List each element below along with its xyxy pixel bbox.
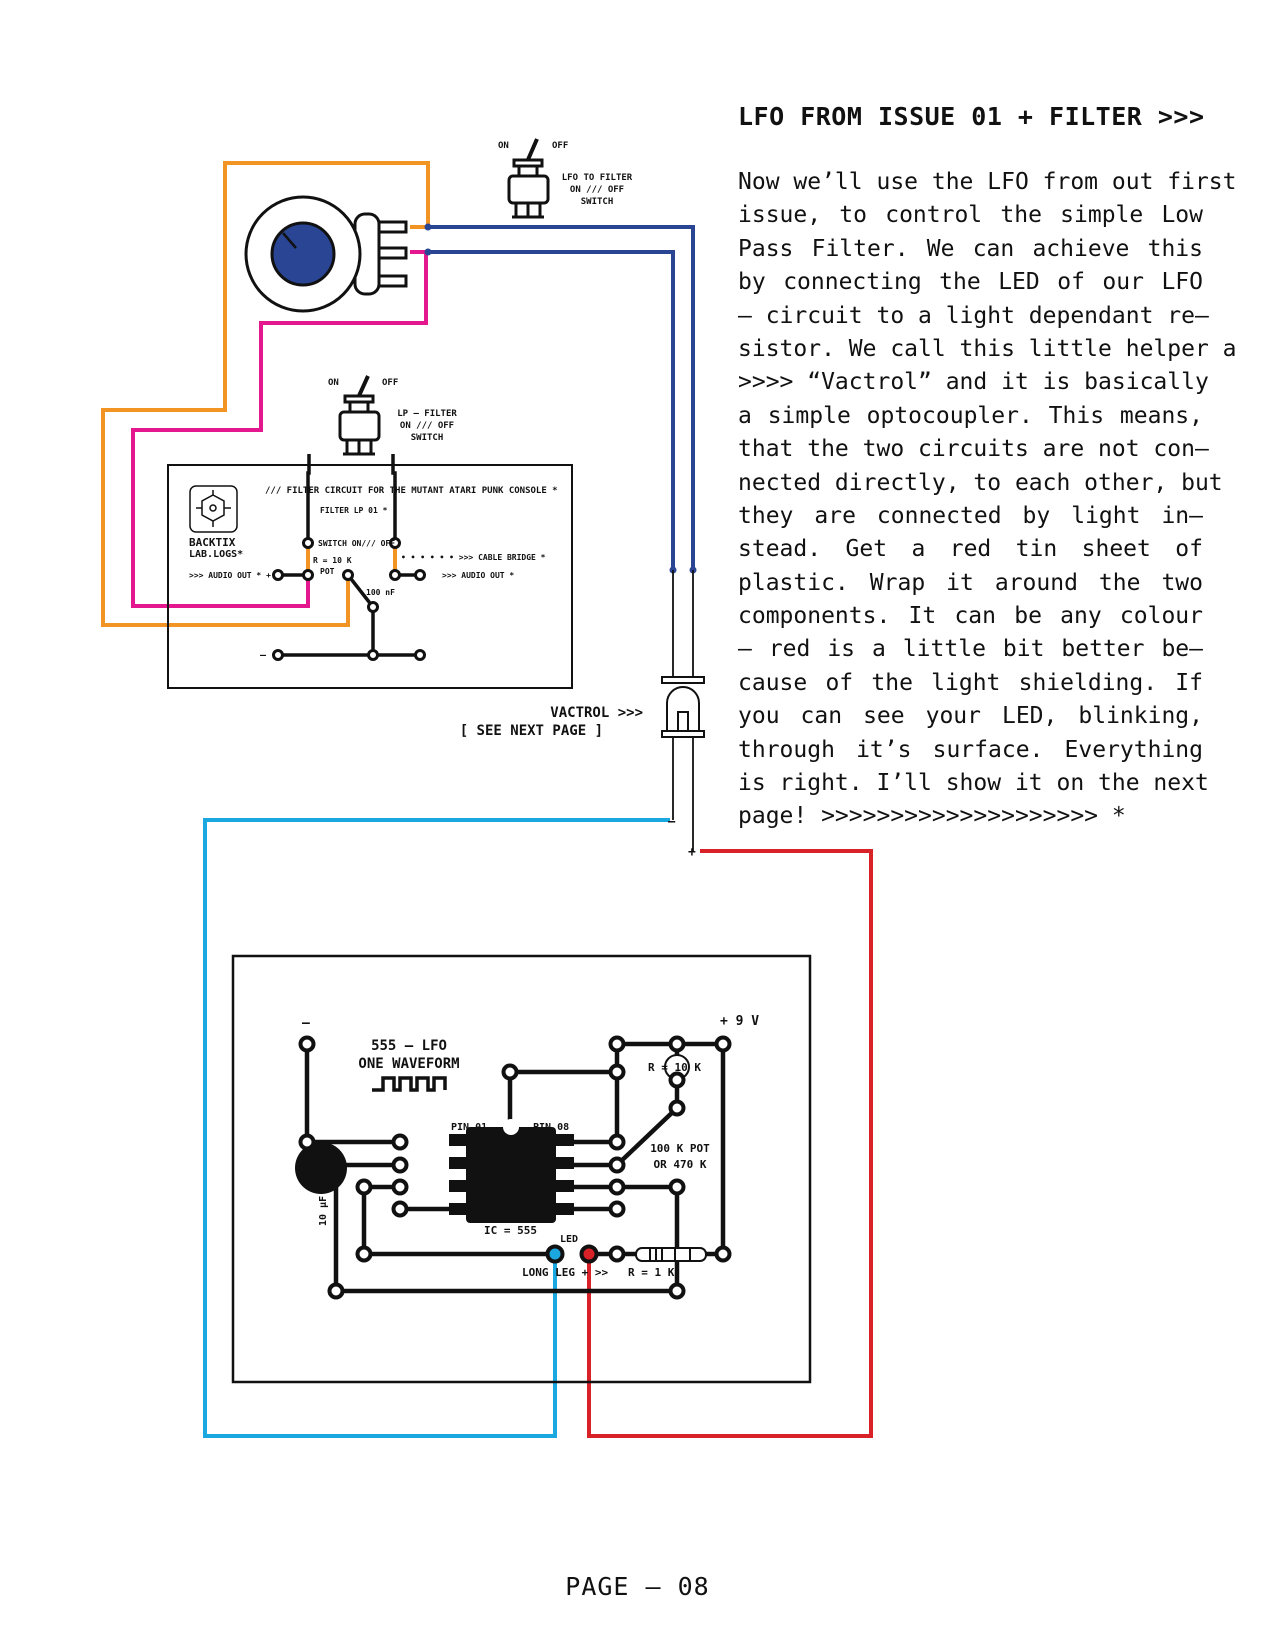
body-line: issue, to control the simple Low <box>738 202 1203 229</box>
audio-out-right: >>> AUDIO OUT * <box>442 571 514 580</box>
switch-top-label: LFO TO FILTER <box>562 173 633 183</box>
potentiometer <box>244 195 408 313</box>
article-heading: LFO FROM ISSUE 01 + FILTER >>> <box>738 102 1205 131</box>
switch-mid-on: ON <box>328 378 339 388</box>
body-line: a simple optocoupler. This means, <box>738 402 1203 429</box>
switch-mid-label: SWITCH <box>411 433 444 443</box>
article-body: Now we’ll use the LFO from out first iss… <box>738 166 1237 834</box>
switch-on-off-label: SWITCH ON/// OFF <box>318 539 395 548</box>
body-line: stead. Get a red tin sheet of <box>738 536 1203 563</box>
toggle-switch-mid <box>338 375 381 456</box>
body-line: sistor. We call this little helper a <box>738 335 1237 362</box>
pin01-label: PIN 01 <box>451 1122 487 1133</box>
vactrol-see-next: [ SEE NEXT PAGE ] <box>460 723 603 739</box>
ic-555 <box>449 1119 574 1223</box>
body-line: – red is a little bit better be– <box>738 636 1203 663</box>
filter-board-title: /// FILTER CIRCUIT FOR THE MUTANT ATARI … <box>265 486 558 496</box>
filter-lp-label: FILTER LP 01 * <box>320 506 388 515</box>
switch-mid-label: ON /// OFF <box>400 421 454 431</box>
pot-label-1: 100 K POT <box>650 1142 710 1155</box>
led-label: LED <box>560 1234 578 1245</box>
led-pad-red <box>579 1244 599 1264</box>
body-line: through it’s surface. Everything <box>738 736 1203 763</box>
vactrol-label: VACTROL >>> <box>550 705 643 721</box>
led-pad-cyan <box>545 1244 565 1264</box>
page-number: PAGE – 08 <box>565 1572 710 1601</box>
lfo-title: 555 – LFO <box>371 1038 447 1054</box>
minus-mark: – <box>668 814 676 828</box>
cap-label: 100 nF <box>366 588 395 597</box>
long-leg-label: LONG LEG + >> <box>522 1266 608 1279</box>
pot-label: POT <box>320 567 335 576</box>
switch-mid-off: OFF <box>382 378 398 388</box>
switch-top-label: ON /// OFF <box>570 185 624 195</box>
switch-top-off: OFF <box>552 141 568 151</box>
toggle-switch-top <box>507 138 550 219</box>
body-line: plastic. Wrap it around the two <box>738 569 1203 596</box>
wire-navy-1 <box>428 225 695 570</box>
chip-label: 555 <box>497 1166 524 1184</box>
body-line: page! >>>>>>>>>>>>>>>>>>>> * <box>738 803 1126 830</box>
body-line: you can see your LED, blinking, <box>738 703 1203 730</box>
filter-board <box>167 464 573 689</box>
resistor-label: R = 10 K <box>313 556 352 565</box>
body-line: cause of the light shielding. If <box>738 669 1203 696</box>
wire-cyan <box>203 818 670 1438</box>
capacitor <box>295 1142 347 1194</box>
wire-magenta <box>131 250 428 608</box>
body-line: they are connected by light in– <box>738 502 1203 529</box>
wire-navy-2 <box>428 250 675 570</box>
body-line: by connecting the LED of our LFO <box>738 269 1203 296</box>
logo-text: LAB.LOGS* <box>189 549 243 560</box>
wire-orange <box>101 161 430 627</box>
body-line: components. It can be any colour <box>738 603 1203 630</box>
wire-dot <box>424 223 432 231</box>
switch-top-label: SWITCH <box>581 197 614 207</box>
cap-10uf-label: 10 µF <box>318 1196 329 1226</box>
wire-dot <box>424 248 432 256</box>
body-line: – circuit to a light dependant re– <box>738 302 1209 329</box>
filter-pads <box>272 537 426 661</box>
audio-out-left: >>> AUDIO OUT * + <box>189 571 271 580</box>
square-wave-icon <box>372 1076 447 1092</box>
lfo-minus: – <box>302 1016 310 1031</box>
lab-logo <box>189 485 238 533</box>
resistor-1k-label: R = 1 K <box>628 1266 675 1279</box>
switch-top-on: ON <box>498 141 509 151</box>
switch-mid-label: LP – FILTER <box>397 409 457 419</box>
resistor-1k <box>635 1247 707 1262</box>
body-line: that the two circuits are not con– <box>738 436 1209 463</box>
body-line: Now we’ll use the LFO from out first <box>738 169 1237 195</box>
body-line: nected directly, to each other, but <box>738 469 1223 496</box>
pot-label-2: OR 470 K <box>654 1158 707 1171</box>
body-line: Pass Filter. We can achieve this <box>738 235 1203 262</box>
wire-red <box>587 849 873 1438</box>
vactrol <box>661 570 705 851</box>
plus-mark: + <box>688 845 696 860</box>
pin08-label: PIN 08 <box>533 1122 569 1133</box>
lfo-subtitle: ONE WAVEFORM <box>358 1056 459 1072</box>
lfo-pads <box>298 1035 732 1300</box>
ic-label: IC = 555 <box>484 1224 537 1237</box>
body-line: >>>> “Vactrol” and it is basically <box>738 369 1209 396</box>
logo-text: BACKTIX <box>189 536 236 549</box>
lfo-board <box>231 954 812 1384</box>
cable-bridge-label: • • • • • • >>> CABLE BRIDGE * <box>401 553 546 562</box>
filter-minus: – <box>260 650 267 661</box>
resistor-10k-label: R = 10 K <box>648 1061 701 1074</box>
body-line: is right. I’ll show it on the next <box>738 770 1209 797</box>
lfo-plus-9v: + 9 V <box>720 1014 759 1029</box>
